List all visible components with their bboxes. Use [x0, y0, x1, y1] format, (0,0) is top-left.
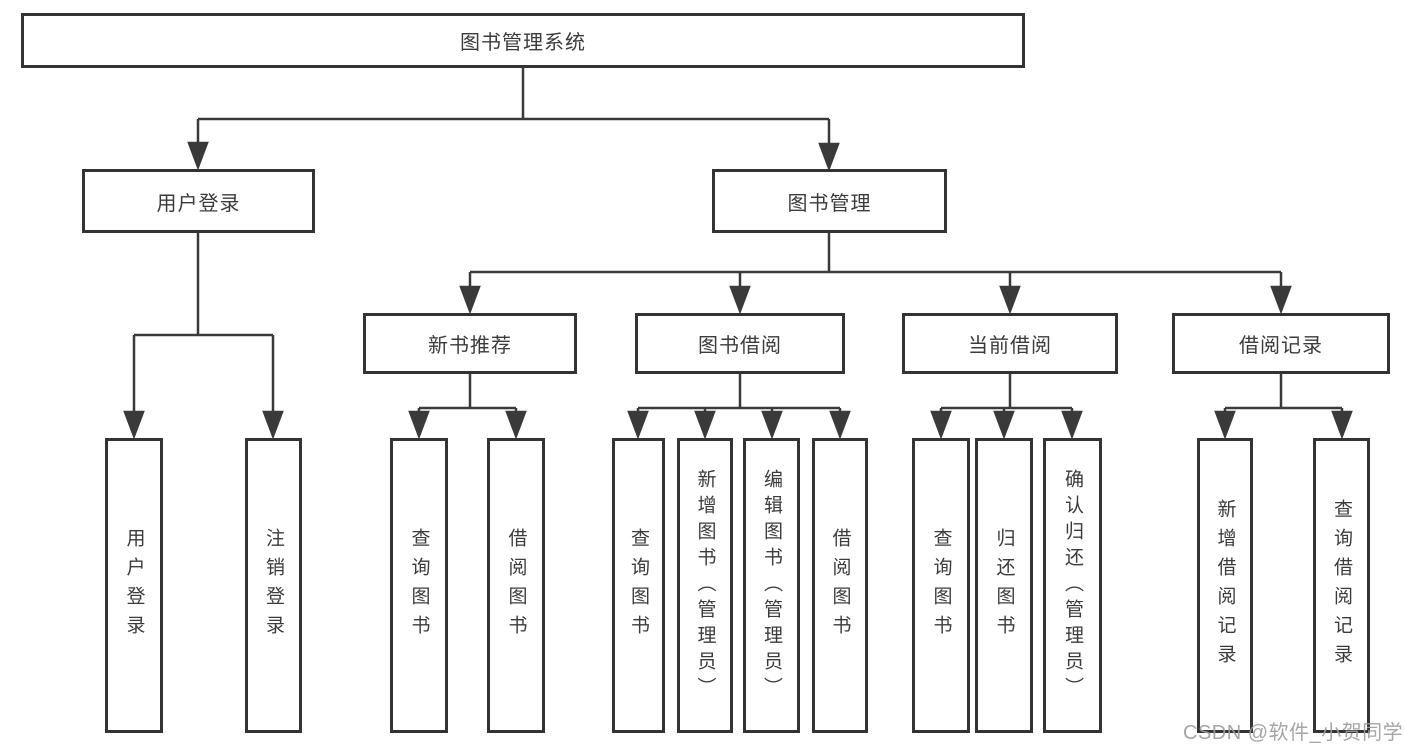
leaf-query-borrow-record: 查询借阅记录 — [1313, 438, 1370, 733]
leaf-add-borrow-record: 新增借阅记录 — [1197, 438, 1253, 733]
leaf-query-books-recommend: 查询图书 — [390, 438, 448, 733]
node-book-management: 图书管理 — [712, 169, 947, 233]
leaf-query-books-borrow: 查询图书 — [612, 438, 665, 733]
connector-new-book-branch — [408, 374, 527, 440]
node-user-login: 用户登录 — [82, 169, 315, 233]
leaf-add-book-admin-label: 新增图书（管理员） — [694, 468, 716, 703]
leaf-borrow-books: 借阅图书 — [812, 438, 868, 733]
leaf-borrow-books-label: 借阅图书 — [829, 527, 851, 644]
leaf-query-books-recommend-label: 查询图书 — [408, 527, 430, 644]
node-current-borrow: 当前借阅 — [902, 313, 1118, 374]
leaf-confirm-return-admin: 确认归还（管理员） — [1043, 438, 1102, 733]
leaf-return-book: 归还图书 — [975, 438, 1033, 733]
leaf-logout-label: 注销登录 — [263, 527, 284, 644]
node-root-label: 图书管理系统 — [460, 32, 586, 54]
node-borrow-record-label: 借阅记录 — [1239, 335, 1323, 357]
node-new-book-recommend-label: 新书推荐 — [428, 335, 512, 357]
csdn-watermark: CSDN @软件_小贺同学 — [1183, 722, 1404, 744]
leaf-edit-book-admin-label: 编辑图书（管理员） — [761, 468, 782, 703]
leaf-query-books-borrow-label: 查询图书 — [628, 527, 649, 644]
leaf-borrow-books-recommend: 借阅图书 — [487, 438, 545, 733]
leaf-confirm-return-admin-label: 确认归还（管理员） — [1062, 468, 1083, 703]
leaf-borrow-books-recommend-label: 借阅图书 — [505, 527, 527, 644]
leaf-user-login-label: 用户登录 — [123, 527, 145, 644]
connector-user-login-branch — [123, 233, 284, 440]
node-borrow-record: 借阅记录 — [1172, 313, 1390, 374]
connector-book-management-branch — [459, 233, 1292, 315]
leaf-query-books-current: 查询图书 — [912, 438, 970, 733]
node-new-book-recommend: 新书推荐 — [363, 313, 577, 374]
node-root-system: 图书管理系统 — [21, 13, 1025, 68]
leaf-user-login: 用户登录 — [105, 438, 163, 733]
leaf-query-borrow-record-label: 查询借阅记录 — [1331, 498, 1352, 673]
node-current-borrow-label: 当前借阅 — [968, 335, 1052, 357]
connector-book-borrow-branch — [627, 374, 851, 440]
leaf-add-book-admin: 新增图书（管理员） — [677, 438, 733, 733]
leaf-query-books-current-label: 查询图书 — [930, 527, 952, 644]
connector-root-branch — [187, 68, 840, 172]
node-user-login-label: 用户登录 — [156, 192, 241, 215]
leaf-edit-book-admin: 编辑图书（管理员） — [743, 438, 800, 733]
connector-current-borrow-branch — [930, 374, 1083, 440]
node-book-management-label: 图书管理 — [787, 192, 872, 215]
node-book-borrow: 图书借阅 — [635, 313, 845, 374]
leaf-logout: 注销登录 — [245, 438, 302, 733]
node-book-borrow-label: 图书借阅 — [698, 335, 782, 357]
leaf-return-book-label: 归还图书 — [993, 527, 1015, 644]
leaf-add-borrow-record-label: 新增借阅记录 — [1214, 498, 1236, 673]
connector-borrow-record-branch — [1214, 374, 1353, 440]
